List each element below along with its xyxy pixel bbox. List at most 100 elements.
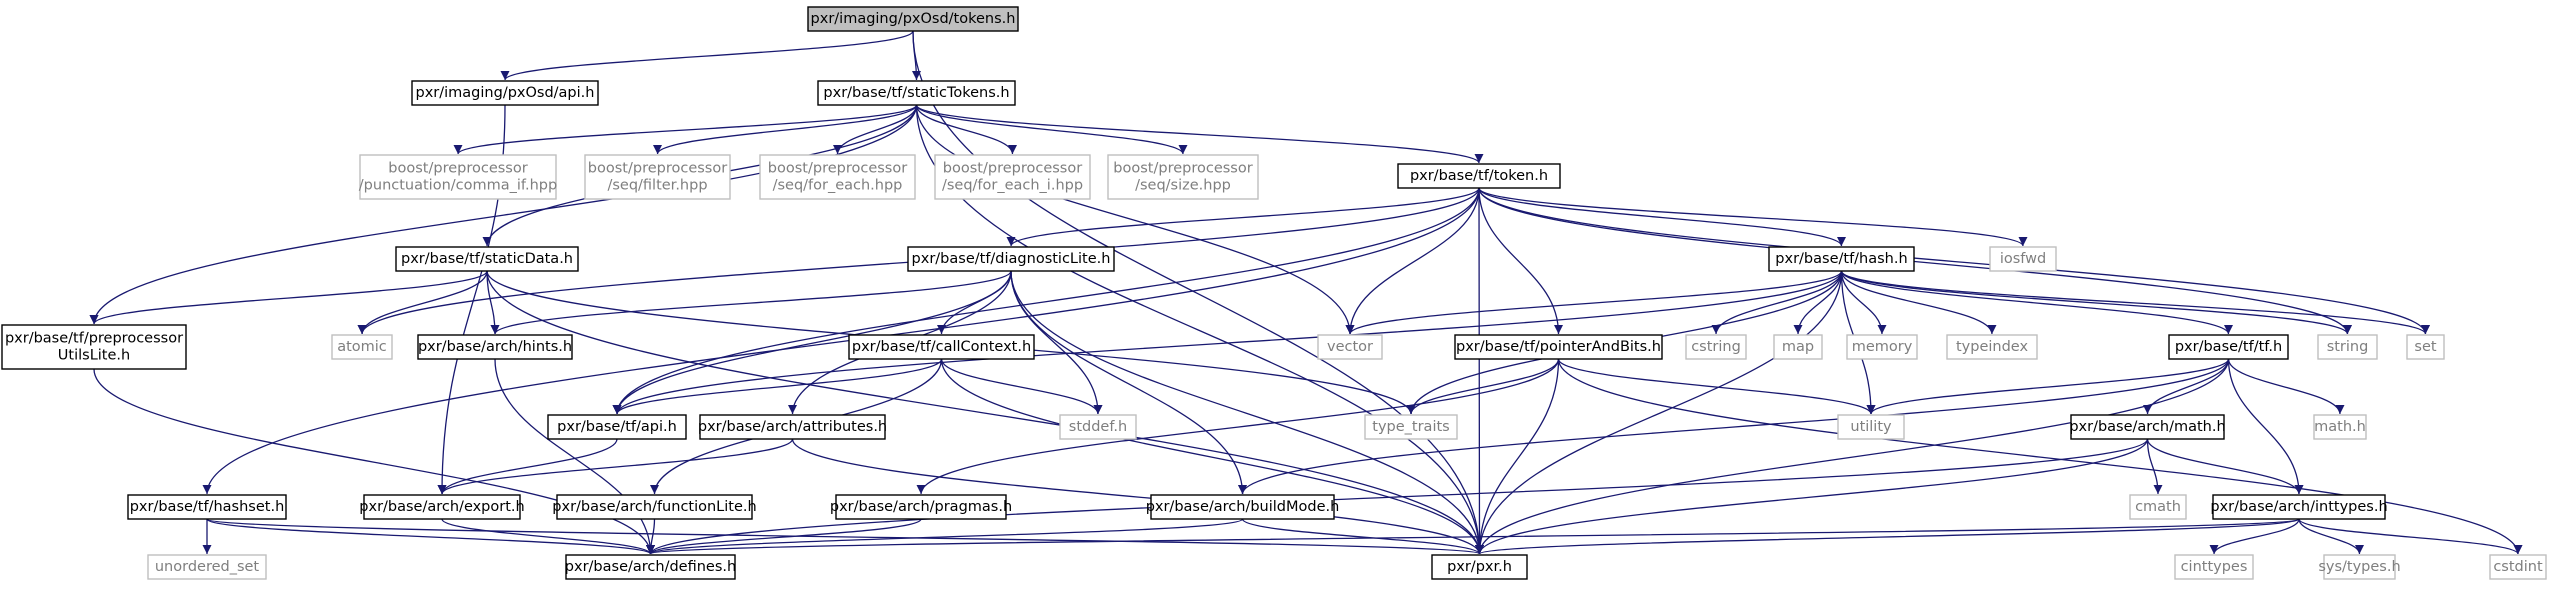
node-box: [2129, 494, 2187, 520]
node-iosfwd: iosfwd: [1989, 246, 2057, 272]
node-box: [2317, 334, 2378, 360]
node-box: [907, 246, 1115, 272]
edge-functionLite-to-defines: [646, 518, 656, 555]
node-cmath: cmath: [2129, 494, 2187, 520]
edge-hash-to-tfapi: [612, 270, 1843, 415]
node-box: [1837, 414, 1905, 440]
node-cinttypes: cinttypes: [2174, 554, 2254, 580]
node-hashset[interactable]: pxr/base/tf/hashset.h: [127, 494, 287, 520]
edge-token-to-diagLite: [1006, 187, 1480, 247]
edge-pab-to-pxr: [1475, 358, 1560, 555]
edge-pab-to-utility: [1557, 358, 1876, 415]
node-math[interactable]: pxr/base/arch/math.h: [2069, 414, 2226, 440]
node-label: pxr/base/tf/callContext.h: [852, 339, 1031, 355]
node-label: map: [1782, 339, 1814, 355]
node-label: pxr/base/arch/functionLite.h: [552, 499, 756, 515]
node-bp_filter: boost/preprocessor/seq/filter.hpp: [584, 154, 731, 200]
node-box: [127, 494, 287, 520]
node-label: stddef.h: [1069, 419, 1127, 435]
node-buildMode[interactable]: pxr/base/arch/buildMode.h: [1146, 494, 1340, 520]
node-export[interactable]: pxr/base/arch/export.h: [359, 494, 525, 520]
node-label: math.h: [2314, 419, 2366, 435]
node-box: [1107, 154, 1259, 200]
edge-hash-to-string: [1840, 270, 2352, 335]
edge-tokens-to-pxosd_api: [500, 30, 914, 81]
node-callContext[interactable]: pxr/base/tf/callContext.h: [848, 334, 1035, 360]
node-staticTokens[interactable]: pxr/base/tf/staticTokens.h: [817, 80, 1016, 106]
edge-pputils-to-defines: [93, 368, 655, 555]
node-box: [1397, 163, 1561, 189]
node-box: [565, 554, 736, 580]
edge-hash-to-set: [1840, 270, 2430, 335]
node-label: pxr/base/arch/math.h: [2069, 419, 2225, 435]
node-label: pxr/base/tf/hash.h: [1775, 251, 1907, 267]
edge-pab-to-pragmas: [916, 358, 1560, 495]
node-pxosd_api[interactable]: pxr/imaging/pxOsd/api.h: [411, 80, 599, 106]
node-label: utility: [1850, 419, 1892, 435]
node-set: set: [2406, 334, 2445, 360]
node-attributes[interactable]: pxr/base/arch/attributes.h: [698, 414, 887, 440]
node-pab[interactable]: pxr/base/tf/pointerAndBits.h: [1454, 334, 1663, 360]
node-box: [817, 80, 1016, 106]
node-box: [584, 154, 731, 200]
node-label: boost/preprocessor: [388, 161, 527, 177]
node-box: [848, 334, 1035, 360]
edge-callContext-to-pxr: [940, 358, 1484, 555]
node-label: /seq/for_each_i.hpp: [942, 178, 1083, 194]
edge-inttypes-to-cinttypes: [2209, 518, 2300, 555]
node-box: [2070, 414, 2225, 440]
edge-tf-to-buildMode: [1238, 358, 2230, 495]
node-box: [363, 494, 521, 520]
edge-diagLite-to-buildMode: [1010, 270, 1247, 495]
edge-inttypes-to-pxr: [1475, 518, 2300, 555]
edge-tf-to-inttypes: [2227, 358, 2304, 495]
node-label: set: [2414, 339, 2436, 355]
edge-hash-to-tf: [1840, 270, 2233, 335]
node-pxr[interactable]: pxr/pxr.h: [1431, 554, 1528, 580]
node-label: pxr/base/tf/staticTokens.h: [823, 85, 1009, 101]
node-box: [1, 324, 187, 370]
node-bp_foreachi: boost/preprocessor/seq/for_each_i.hpp: [934, 154, 1091, 200]
node-label: pxr/base/arch/hints.h: [418, 339, 572, 355]
node-inttypes[interactable]: pxr/base/arch/inttypes.h: [2210, 494, 2388, 520]
edge-hash-to-memory: [1840, 270, 1887, 335]
node-box: [331, 334, 393, 360]
node-label: pxr/base/arch/attributes.h: [698, 419, 887, 435]
node-label: pxr/base/tf/hashset.h: [130, 499, 285, 515]
node-tokens[interactable]: pxr/imaging/pxOsd/tokens.h: [807, 6, 1019, 32]
node-box: [1846, 334, 1918, 360]
node-tfapi[interactable]: pxr/base/tf/api.h: [547, 414, 687, 440]
node-map: map: [1773, 334, 1823, 360]
node-bp_foreach: boost/preprocessor/seq/for_each.hpp: [759, 154, 916, 200]
node-hash[interactable]: pxr/base/tf/hash.h: [1768, 246, 1915, 272]
node-hints[interactable]: pxr/base/arch/hints.h: [417, 334, 573, 360]
edges-layer: [89, 30, 2523, 555]
node-functionLite[interactable]: pxr/base/arch/functionLite.h: [552, 494, 757, 520]
node-tf[interactable]: pxr/base/tf/tf.h: [2168, 334, 2289, 360]
node-box: [1317, 334, 1383, 360]
node-label: sys/types.h: [2318, 559, 2400, 575]
node-box: [2489, 554, 2547, 580]
node-diagLite[interactable]: pxr/base/tf/diagnosticLite.h: [907, 246, 1115, 272]
node-mathh: math.h: [2313, 414, 2367, 440]
edge-staticTokens-to-bp_foreachi: [915, 104, 1017, 155]
node-label: pxr/base/tf/pointerAndBits.h: [1456, 339, 1661, 355]
edge-diagLite-to-tfapi: [612, 270, 1012, 415]
node-label: pxr/pxr.h: [1447, 559, 1512, 575]
node-staticData[interactable]: pxr/base/tf/staticData.h: [395, 246, 579, 272]
node-label: pxr/base/tf/tf.h: [2175, 339, 2282, 355]
edge-buildMode-to-defines: [646, 518, 1244, 555]
node-pragmas[interactable]: pxr/base/arch/pragmas.h: [830, 494, 1012, 520]
node-token[interactable]: pxr/base/tf/token.h: [1397, 163, 1561, 189]
node-defines[interactable]: pxr/base/arch/defines.h: [565, 554, 736, 580]
edge-tf-to-utility: [1866, 358, 2230, 415]
edge-staticTokens-to-vector: [915, 104, 1355, 335]
edge-callContext-to-stddef: [940, 358, 1103, 415]
node-box: [934, 154, 1091, 200]
edge-tf-to-mathh: [2227, 358, 2345, 415]
nodes-layer: pxr/imaging/pxOsd/tokens.h pxr/imaging/px…: [1, 6, 2547, 580]
node-box: [1364, 414, 1458, 440]
edge-staticTokens-to-bp_comma: [453, 104, 918, 155]
